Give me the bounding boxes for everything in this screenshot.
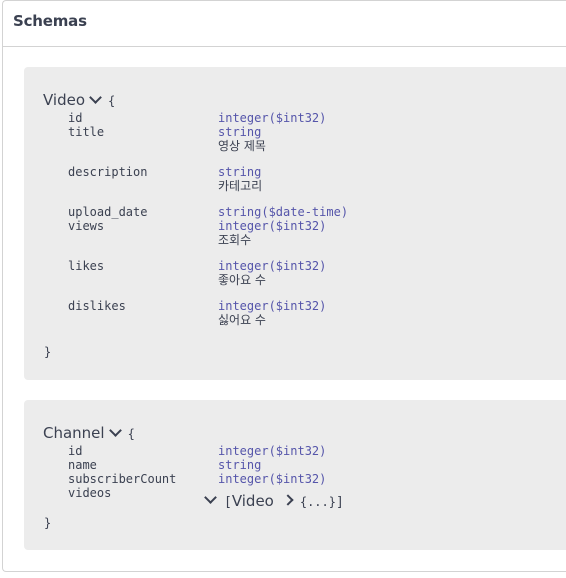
- chevron-down-icon[interactable]: [204, 491, 217, 504]
- prop-type-dislikes: integer($int32): [218, 299, 327, 313]
- model-name-channel: Channel: [43, 424, 105, 442]
- prop-type-description: string: [218, 165, 262, 179]
- prop-desc-description: 카테고리: [218, 179, 263, 193]
- close-brace: }: [44, 345, 52, 359]
- schemas-title: Schemas: [13, 12, 87, 30]
- prop-desc-dislikes: 싫어요 수: [218, 313, 266, 327]
- ref-model-name[interactable]: Video: [231, 492, 274, 510]
- prop-type-name: string: [218, 458, 262, 472]
- open-brace: {: [127, 427, 135, 441]
- open-brace: {: [108, 94, 116, 108]
- prop-desc-title: 영상 제목: [218, 139, 266, 153]
- model-box-video: Video { id integer($int32) title string 영…: [24, 67, 566, 380]
- prop-name-subscriber-count: subscriberCount: [68, 472, 177, 486]
- prop-name-dislikes: dislikes: [68, 299, 126, 313]
- prop-name-description: description: [68, 165, 148, 179]
- ref-open-bracket: [: [224, 495, 232, 510]
- chevron-down-icon[interactable]: [89, 91, 102, 104]
- chevron-right-icon[interactable]: [282, 494, 294, 506]
- prop-name-title: title: [68, 125, 105, 139]
- prop-type-id: integer($int32): [218, 444, 327, 458]
- prop-type-likes: integer($int32): [218, 259, 327, 273]
- ref-collapsed[interactable]: {...}: [299, 495, 336, 509]
- chevron-down-icon[interactable]: [108, 424, 122, 437]
- videos-ref-toggle[interactable]: [Video {...}]: [204, 491, 344, 510]
- prop-desc-likes: 좋아요 수: [218, 273, 266, 287]
- close-brace: }: [44, 516, 52, 530]
- model-name-video: Video: [43, 91, 86, 109]
- prop-type-subscriber-count: integer($int32): [218, 472, 327, 486]
- prop-name-name: name: [68, 458, 97, 472]
- model-box-channel: Channel{ id integer($int32) name string …: [24, 400, 566, 550]
- model-header-video[interactable]: Video {: [43, 91, 115, 109]
- prop-name-upload-date: upload_date: [68, 205, 148, 219]
- prop-name-videos: videos: [68, 486, 112, 500]
- prop-type-upload-date: string($date-time): [218, 205, 349, 219]
- prop-name-id: id: [68, 111, 83, 125]
- prop-name-id: id: [68, 444, 83, 458]
- prop-type-title: string: [218, 125, 262, 139]
- ref-close-bracket: ]: [335, 495, 344, 510]
- prop-desc-views: 조회수: [218, 233, 252, 247]
- schemas-header[interactable]: Schemas: [3, 1, 566, 47]
- prop-type-views: integer($int32): [218, 219, 327, 233]
- prop-name-views: views: [68, 219, 105, 233]
- model-header-channel[interactable]: Channel {: [43, 424, 135, 442]
- prop-name-likes: likes: [68, 259, 105, 273]
- prop-type-id: integer($int32): [218, 111, 327, 125]
